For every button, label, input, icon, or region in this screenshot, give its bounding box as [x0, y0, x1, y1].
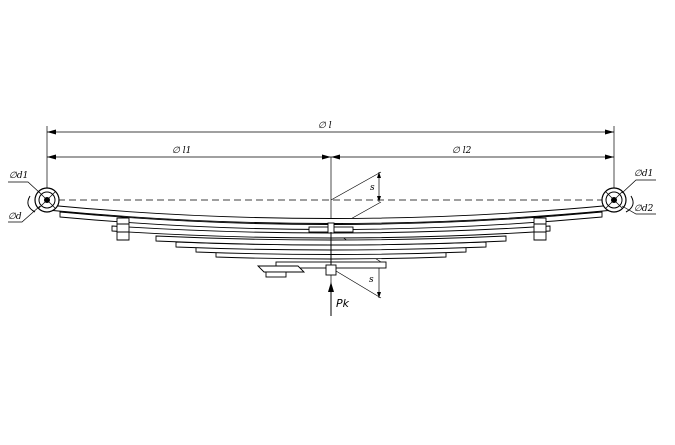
dimension-left-span-label: ∅ l1 — [172, 146, 191, 156]
left-eye-inner-label: ∅d — [8, 212, 22, 222]
right-eye-inner-label: ∅d2 — [634, 204, 654, 214]
dimension-lower-height-label: s — [369, 275, 374, 285]
load-label: Pk — [336, 297, 350, 310]
rebound-clip-left — [116, 217, 130, 241]
left-eye — [8, 181, 60, 223]
dimension-overall: ∅ l — [46, 121, 615, 195]
dimension-overall-label: ∅ l — [318, 121, 332, 131]
dimension-right-span-label: ∅ l2 — [452, 146, 472, 156]
right-eye-outer-label: ∅d1 — [634, 169, 653, 179]
dimension-spans: ∅ l1 ∅ l2 — [47, 146, 614, 160]
left-eye-outer-label: ∅d1 — [9, 171, 28, 181]
load-arrow: Pk — [328, 282, 350, 316]
dimension-upper-height-label: s — [370, 183, 375, 193]
center-clamp — [256, 222, 387, 278]
right-eye — [601, 179, 656, 215]
rebound-clip-right — [533, 217, 547, 241]
